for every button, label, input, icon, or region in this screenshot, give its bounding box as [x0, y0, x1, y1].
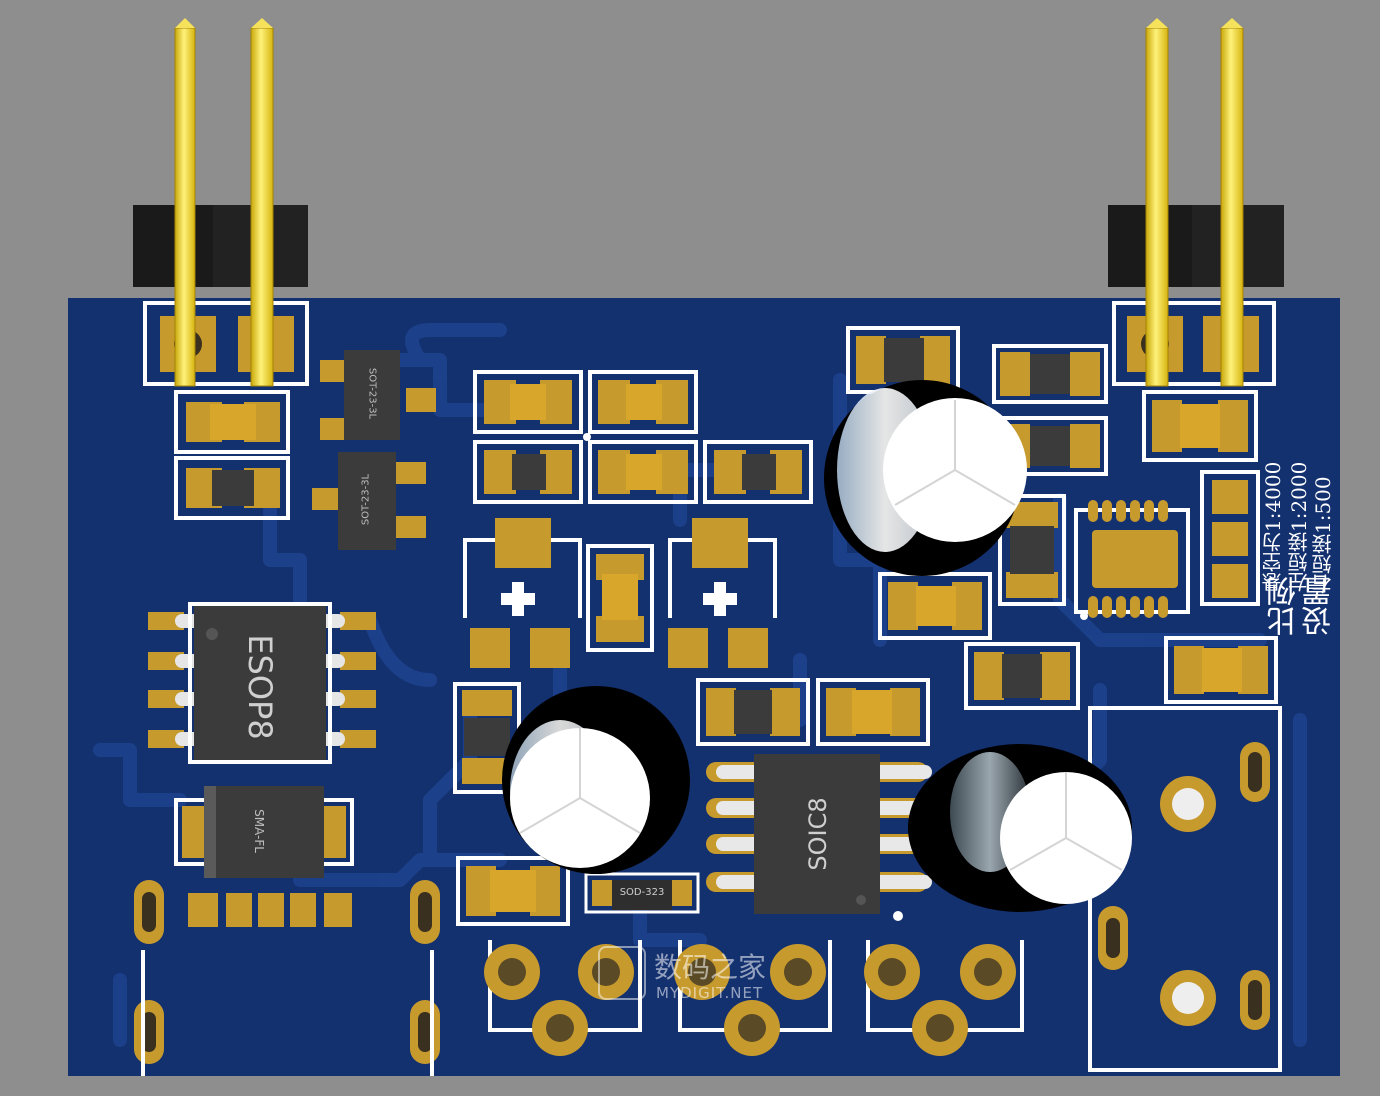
- watermark-cn: 数码之家: [654, 951, 767, 984]
- sot23-b: [312, 452, 426, 550]
- sod323-label: SOD-323: [619, 887, 665, 898]
- small-ic-right: [1074, 500, 1190, 620]
- silk-ratio-right: 右短接1:500: [1311, 476, 1335, 594]
- right-terminal: [1088, 706, 1282, 1072]
- bottom-pots: [484, 940, 1024, 1056]
- sot23-b-label: SOT-23-3L: [360, 473, 372, 526]
- ratio-jumper-pads: [1200, 470, 1260, 606]
- resistor-vertical-center: [586, 544, 654, 652]
- cap-footprint-right: [668, 518, 777, 668]
- cap-footprint-left: [463, 518, 582, 668]
- watermark-logo-icon: [598, 946, 646, 1000]
- sod323-diode: [584, 872, 700, 914]
- bottom-left-connector: [134, 880, 440, 1076]
- passives-center-top: [473, 370, 813, 504]
- passives-left-of-cap: [453, 682, 570, 926]
- esop8-label: ESOP8: [241, 634, 279, 740]
- electrolytic-cap-lower-right: [908, 744, 1132, 912]
- silk-ratio-open: 悬空为1:4000: [1261, 461, 1285, 592]
- passives-above-soic8: [696, 678, 930, 746]
- esop8-chip: [148, 602, 376, 764]
- watermark-en: MYDIGIT.NET: [656, 984, 764, 1002]
- electrolytic-cap-top: [824, 380, 1027, 576]
- soic8-label: SOIC8: [804, 797, 832, 871]
- sma-fl-diode: [174, 786, 354, 878]
- sma-fl-label: SMA-FL: [252, 809, 266, 853]
- passives-upper-left: [174, 390, 290, 520]
- header-right: [1108, 18, 1284, 387]
- soic8-chip: [706, 754, 932, 921]
- sot23-a: [320, 350, 436, 440]
- sot23-a-label: SOT-23-3L: [366, 367, 378, 420]
- silk-ratio-left: 左短接1:2000: [1287, 461, 1311, 592]
- electrolytic-cap-lower-left: [502, 686, 690, 874]
- header-left: [133, 18, 309, 387]
- silk-ratio-title: 比例: [1267, 576, 1302, 636]
- silk-ratio-setting: 设置: [1302, 576, 1337, 636]
